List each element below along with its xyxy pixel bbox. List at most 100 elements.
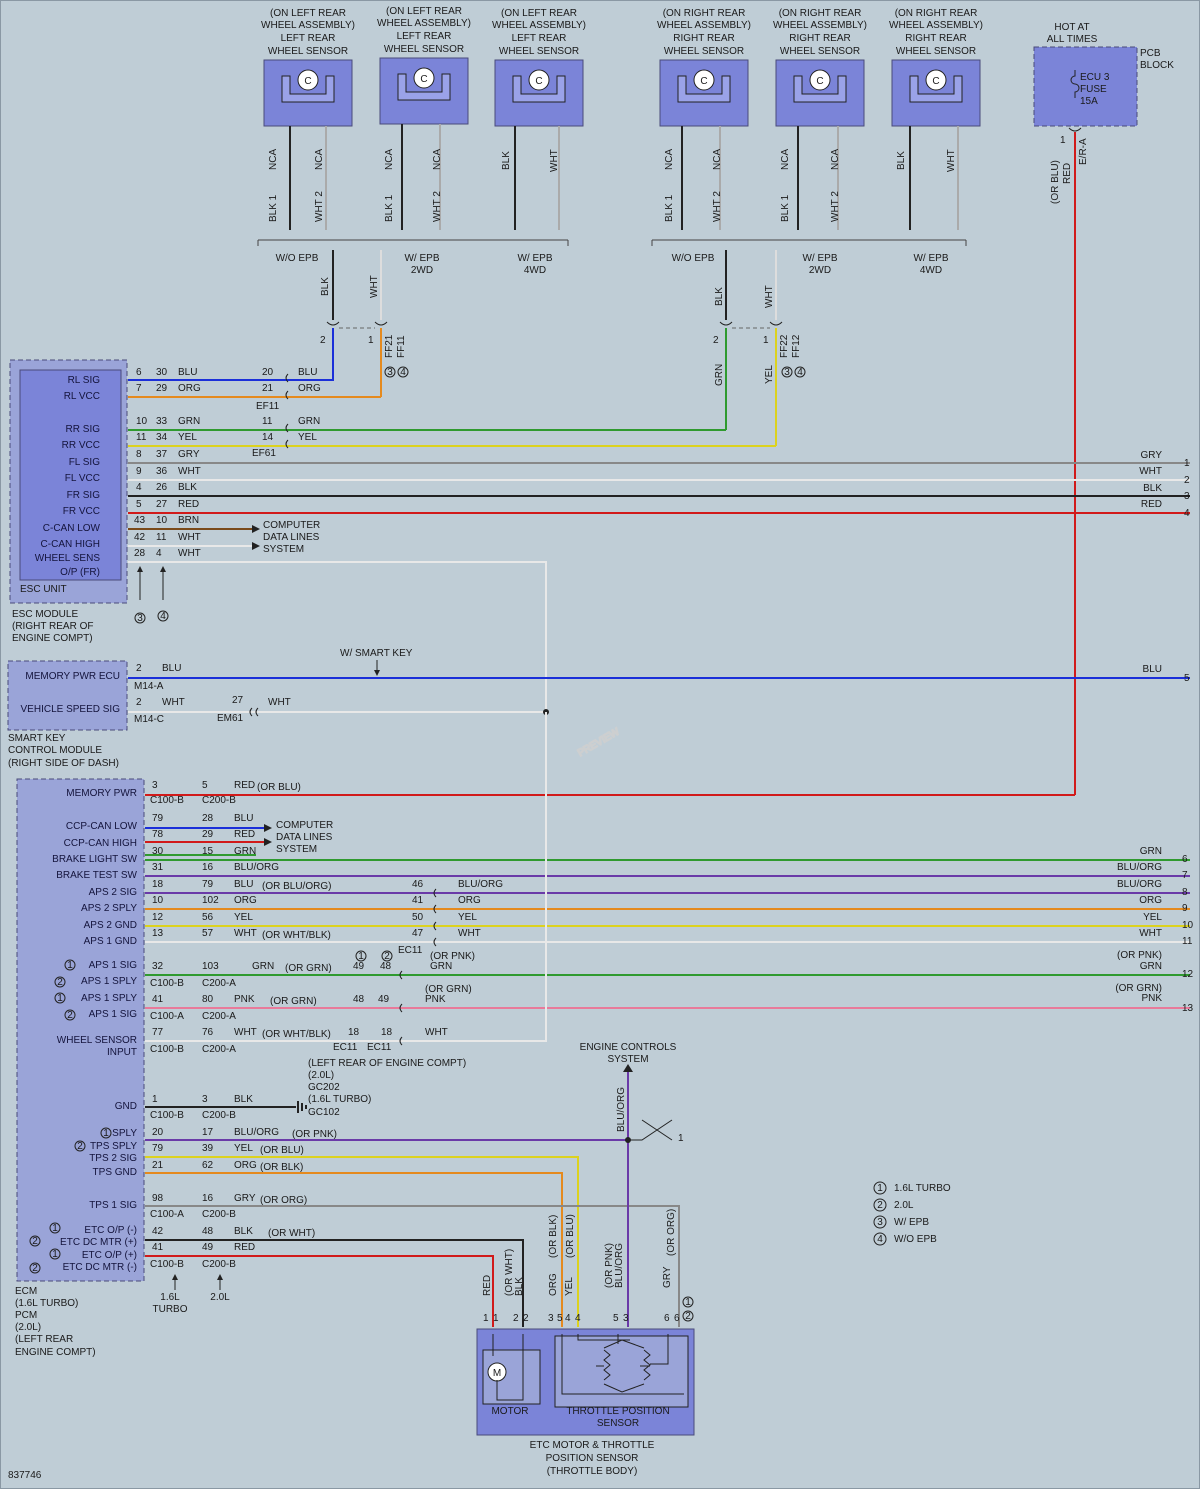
svg-text:WHEEL SENSOR: WHEEL SENSOR bbox=[384, 44, 464, 55]
wheel-sensor-right-3: (ON RIGHT REAR WHEEL ASSEMBLY) RIGHT REA… bbox=[889, 8, 983, 230]
svg-text:RR SIG: RR SIG bbox=[66, 424, 101, 435]
svg-text:4: 4 bbox=[1184, 508, 1190, 519]
svg-text:(1.6L TURBO): (1.6L TURBO) bbox=[308, 1094, 371, 1105]
svg-text:CCP-CAN HIGH: CCP-CAN HIGH bbox=[64, 838, 137, 849]
svg-text:MOTOR: MOTOR bbox=[491, 1406, 528, 1417]
svg-text:2WD: 2WD bbox=[809, 265, 831, 276]
svg-text:29: 29 bbox=[156, 383, 168, 394]
svg-text:8: 8 bbox=[136, 449, 142, 460]
svg-text:ORG: ORG bbox=[548, 1273, 559, 1296]
wheel-sensor-right-2: (ON RIGHT REAR WHEEL ASSEMBLY) RIGHT REA… bbox=[773, 8, 867, 230]
svg-text:42: 42 bbox=[134, 532, 146, 543]
svg-text:WHEEL ASSEMBLY): WHEEL ASSEMBLY) bbox=[261, 20, 355, 31]
svg-text:WHEEL SENSOR: WHEEL SENSOR bbox=[499, 46, 579, 57]
svg-text:(ON RIGHT REAR: (ON RIGHT REAR bbox=[895, 8, 978, 19]
svg-text:18: 18 bbox=[348, 1027, 360, 1038]
svg-text:1: 1 bbox=[52, 1223, 58, 1234]
svg-text:4: 4 bbox=[797, 367, 803, 378]
svg-text:28: 28 bbox=[134, 548, 146, 559]
svg-text:GRY: GRY bbox=[178, 449, 200, 460]
svg-text:RED: RED bbox=[234, 780, 255, 791]
sensor-icon bbox=[677, 75, 731, 103]
svg-text:1: 1 bbox=[763, 335, 769, 346]
svg-text:EF61: EF61 bbox=[252, 448, 276, 459]
svg-text:1: 1 bbox=[483, 1313, 489, 1324]
svg-text:WHEEL SENSOR: WHEEL SENSOR bbox=[896, 46, 976, 57]
svg-text:1: 1 bbox=[57, 993, 63, 1004]
svg-text:C: C bbox=[932, 76, 939, 87]
svg-text:1: 1 bbox=[52, 1249, 58, 1260]
svg-text:2.0L: 2.0L bbox=[210, 1292, 230, 1303]
svg-text:C-CAN HIGH: C-CAN HIGH bbox=[41, 539, 100, 550]
svg-text:3: 3 bbox=[137, 613, 143, 624]
svg-text:103: 103 bbox=[202, 961, 219, 972]
svg-text:ORG: ORG bbox=[234, 895, 257, 906]
svg-text:WHEEL ASSEMBLY): WHEEL ASSEMBLY) bbox=[889, 20, 983, 31]
svg-text:11: 11 bbox=[136, 432, 147, 443]
potentiometer-icon bbox=[561, 1334, 684, 1395]
svg-text:ECM: ECM bbox=[15, 1286, 37, 1297]
svg-text:(OR BLU): (OR BLU) bbox=[260, 1145, 304, 1156]
svg-text:VEHICLE SPEED SIG: VEHICLE SPEED SIG bbox=[21, 704, 121, 715]
svg-text:77: 77 bbox=[152, 1027, 164, 1038]
svg-text:2: 2 bbox=[136, 697, 142, 708]
svg-text:39: 39 bbox=[202, 1143, 214, 1154]
svg-text:APS 2 SIG: APS 2 SIG bbox=[89, 887, 138, 898]
svg-text:(1.6L TURBO): (1.6L TURBO) bbox=[15, 1298, 78, 1309]
svg-text:3: 3 bbox=[152, 780, 158, 791]
svg-text:ETC MOTOR & THROTTLE: ETC MOTOR & THROTTLE bbox=[530, 1440, 655, 1451]
svg-text:APS 2 GND: APS 2 GND bbox=[84, 920, 137, 931]
svg-text:79: 79 bbox=[152, 1143, 164, 1154]
svg-text:WHT: WHT bbox=[425, 1027, 448, 1038]
svg-text:PNK: PNK bbox=[1141, 993, 1162, 1004]
svg-text:33: 33 bbox=[156, 416, 168, 427]
svg-text:6: 6 bbox=[674, 1313, 680, 1324]
svg-text:SYSTEM: SYSTEM bbox=[607, 1054, 648, 1065]
svg-text:(OR BLU): (OR BLU) bbox=[565, 1214, 576, 1258]
etc-throttle-body: M MOTOR THROTTLE POSITION SENSOR ETC MOT… bbox=[476, 1209, 695, 1477]
svg-text:16: 16 bbox=[202, 1193, 214, 1204]
svg-text:C100-B: C100-B bbox=[150, 1110, 184, 1121]
svg-text:SPLY: SPLY bbox=[112, 1128, 137, 1139]
svg-text:TPS 1 SIG: TPS 1 SIG bbox=[89, 1200, 137, 1211]
svg-text:COMPUTER: COMPUTER bbox=[263, 520, 320, 531]
svg-text:WHT: WHT bbox=[764, 285, 775, 308]
svg-text:4WD: 4WD bbox=[920, 265, 942, 276]
svg-text:RED: RED bbox=[482, 1275, 493, 1296]
svg-text:ORG: ORG bbox=[1139, 895, 1162, 906]
svg-text:2: 2 bbox=[1184, 475, 1190, 486]
svg-text:RED: RED bbox=[178, 499, 199, 510]
sensor-icon bbox=[281, 75, 335, 103]
svg-text:1: 1 bbox=[1060, 135, 1066, 146]
svg-text:BLU/ORG: BLU/ORG bbox=[1117, 879, 1162, 890]
svg-text:ESC MODULE: ESC MODULE bbox=[12, 609, 78, 620]
svg-text:(OR WHT): (OR WHT) bbox=[268, 1228, 315, 1239]
svg-text:W/ EPB: W/ EPB bbox=[894, 1217, 929, 1228]
svg-text:FR VCC: FR VCC bbox=[63, 506, 100, 517]
svg-text:BLU: BLU bbox=[234, 813, 253, 824]
svg-text:C-CAN LOW: C-CAN LOW bbox=[43, 523, 101, 534]
svg-text:(OR ORG): (OR ORG) bbox=[260, 1195, 307, 1206]
svg-text:(ON RIGHT REAR: (ON RIGHT REAR bbox=[663, 8, 746, 19]
svg-text:3: 3 bbox=[784, 367, 790, 378]
svg-text:4WD: 4WD bbox=[524, 265, 546, 276]
svg-text:THROTTLE POSITION: THROTTLE POSITION bbox=[566, 1406, 669, 1417]
svg-text:C: C bbox=[535, 76, 542, 87]
svg-text:2: 2 bbox=[384, 951, 390, 962]
svg-text:4: 4 bbox=[156, 548, 162, 559]
svg-text:37: 37 bbox=[156, 449, 168, 460]
svg-text:RL VCC: RL VCC bbox=[64, 391, 100, 402]
svg-text:3: 3 bbox=[877, 1217, 883, 1228]
svg-text:GC202: GC202 bbox=[308, 1082, 340, 1093]
svg-text:RED: RED bbox=[1062, 163, 1073, 184]
svg-text:WHEEL ASSEMBLY): WHEEL ASSEMBLY) bbox=[773, 20, 867, 31]
svg-text:49: 49 bbox=[202, 1242, 214, 1253]
svg-text:WHEEL SENSOR: WHEEL SENSOR bbox=[664, 46, 744, 57]
svg-text:BLU/ORG: BLU/ORG bbox=[458, 879, 503, 890]
svg-text:2: 2 bbox=[877, 1200, 883, 1211]
svg-text:ENGINE CONTROLS: ENGINE CONTROLS bbox=[580, 1042, 677, 1053]
svg-text:(2.0L): (2.0L) bbox=[308, 1070, 334, 1081]
svg-text:(RIGHT SIDE OF DASH): (RIGHT SIDE OF DASH) bbox=[8, 758, 119, 769]
svg-text:SYSTEM: SYSTEM bbox=[276, 844, 317, 855]
svg-text:7: 7 bbox=[136, 383, 142, 394]
